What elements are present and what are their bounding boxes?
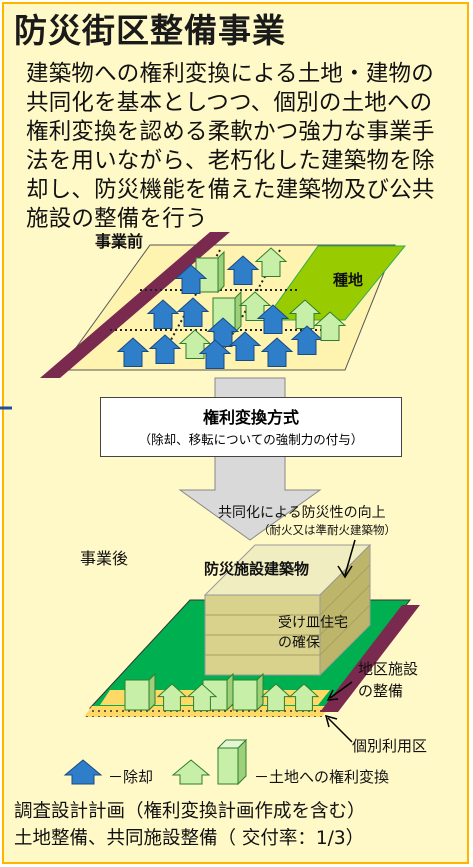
- facility-label-1: 地区施設: [358, 660, 419, 678]
- seed-land-label: 種地: [333, 271, 364, 289]
- conversion-method-box: 権利変換方式 （除却、移転についての強制力の付与）: [100, 397, 402, 457]
- house-icon: [176, 297, 210, 327]
- disaster-building-label: 防災施設建築物: [204, 560, 310, 578]
- building-icon: [232, 679, 258, 711]
- legend-convert-text: －土地への権利変換: [254, 768, 390, 786]
- footer-line-1: 調査設計計画（権利変換計画作成を含む）: [14, 801, 366, 822]
- disaster-prevention-building: [203, 543, 372, 677]
- description-text: 建築物への権利変換による土地・建物の共同化を基本としつつ、個別の土地への権利変換…: [26, 61, 435, 232]
- conversion-method-note: （除却、移転についての強制力の付与）: [138, 432, 364, 447]
- house-icon: [288, 683, 320, 712]
- house-icon: [156, 683, 188, 712]
- house-icon: [174, 264, 208, 294]
- page-title: 防災街区整備事業: [14, 11, 286, 50]
- house-icon: [198, 339, 232, 369]
- house-icon: [290, 325, 324, 355]
- legend-remove-icon: [63, 759, 103, 785]
- house-icon: [260, 683, 292, 712]
- after-label: 事業後: [80, 549, 129, 568]
- legend-convert-icon: [171, 738, 248, 786]
- house-icon: [186, 683, 218, 712]
- after-road: [320, 605, 420, 712]
- house-icon: [256, 304, 290, 334]
- building-icon: [124, 679, 150, 711]
- building-side: [226, 672, 234, 712]
- house-icon: [288, 299, 322, 329]
- building-side: [148, 672, 156, 712]
- house-icon: [254, 247, 288, 277]
- house-icon: [206, 317, 240, 347]
- house-icon: [260, 337, 294, 367]
- facility-label-2: の整備: [358, 682, 404, 700]
- before-label: 事業前: [95, 232, 144, 251]
- housing-label-2: の確保: [278, 635, 320, 651]
- joint-note: （耐火又は準耐火建築物）: [258, 523, 396, 537]
- before-houses: [116, 247, 347, 369]
- house-icon: [228, 331, 262, 361]
- individual-lot-label: 個別利用区: [352, 737, 428, 755]
- seed-land-area: [264, 245, 407, 321]
- house-icon: [148, 334, 182, 364]
- house-icon: [313, 311, 347, 341]
- footer-line-2: 土地整備、共同施設整備（ 交付率：1/3）: [14, 828, 365, 849]
- building-side: [234, 290, 242, 334]
- conversion-method-title: 権利変換方式: [202, 408, 299, 427]
- house-icon: [146, 299, 180, 329]
- house-icon: [116, 337, 150, 367]
- house-icon: [226, 255, 260, 285]
- legend-remove-text: －除却: [108, 768, 154, 786]
- housing-label-1: 受け皿住宅: [278, 615, 348, 631]
- after-houses: [124, 672, 320, 712]
- joint-title: 共同化による防災性の向上: [218, 505, 386, 521]
- building-side: [217, 250, 225, 294]
- before-road: [40, 232, 230, 378]
- callout-arrows: [324, 539, 356, 743]
- building-side: [256, 672, 264, 712]
